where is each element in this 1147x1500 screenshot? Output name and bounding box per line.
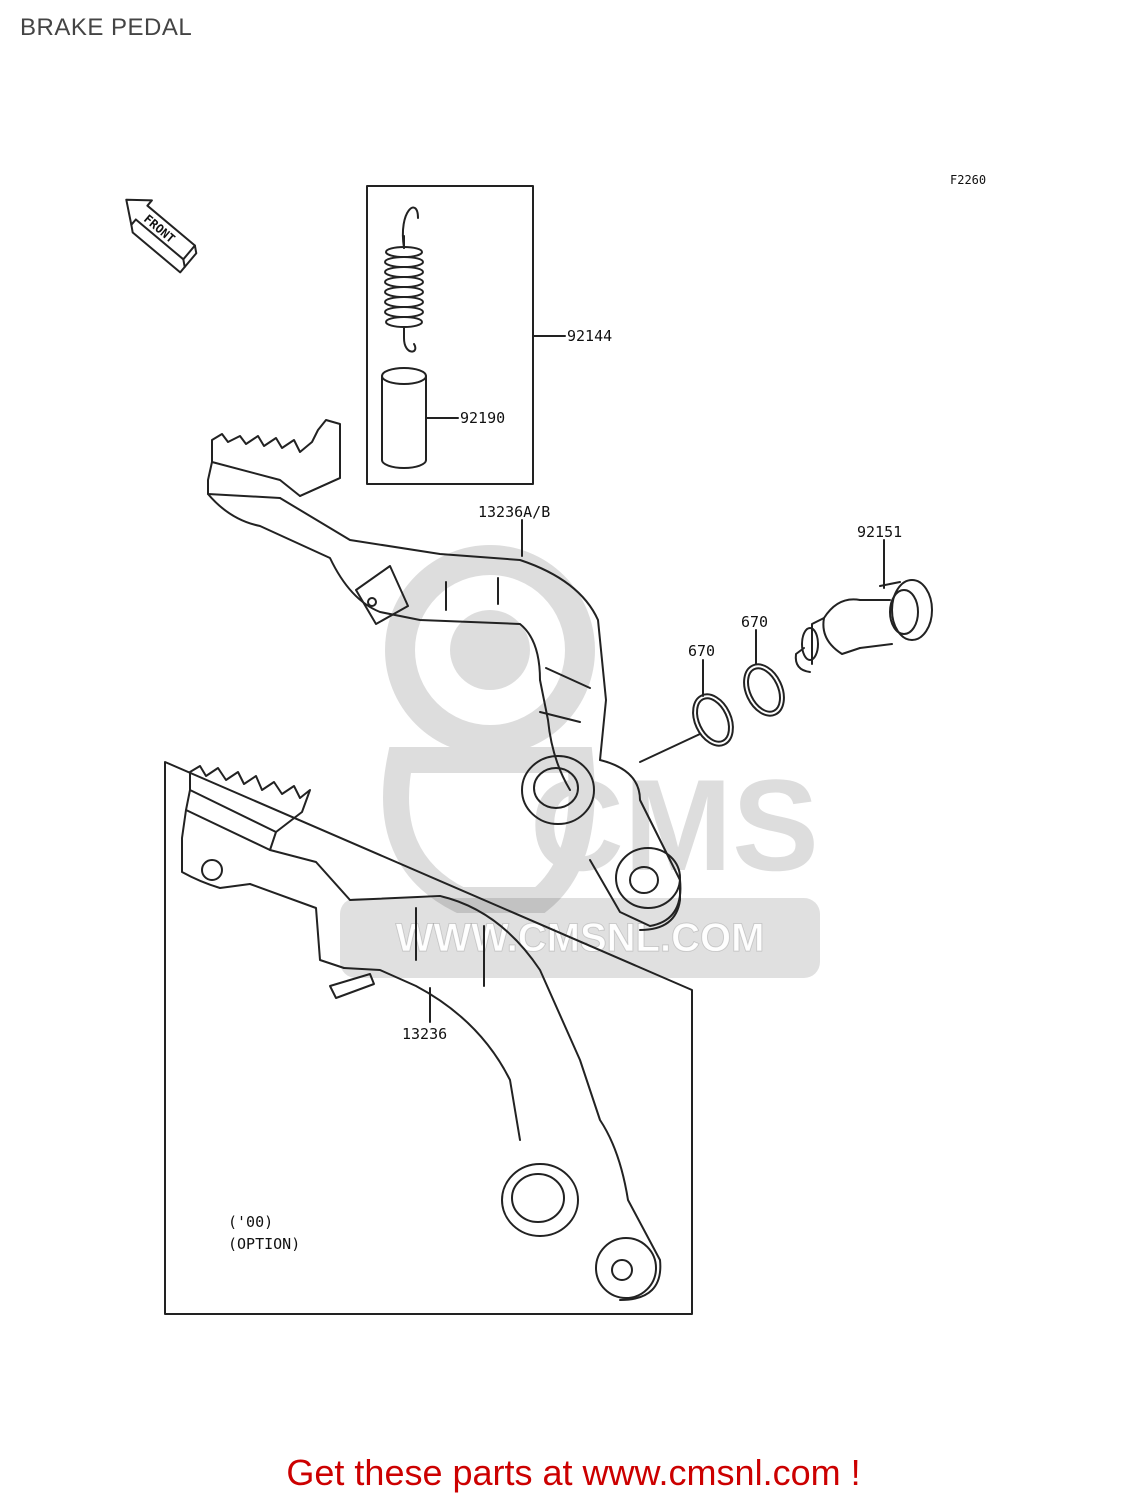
option-box (164, 761, 693, 1315)
oring-b-icon (743, 663, 785, 717)
assembly-axis (639, 733, 701, 763)
label-92190: 92190 (460, 409, 505, 427)
front-arrow-icon: FRONT (125, 198, 198, 274)
label-670-a: 670 (688, 642, 715, 660)
spring-icon (384, 206, 424, 353)
buy-parts-link[interactable]: Get these parts at www.cmsnl.com ! (286, 1452, 861, 1493)
pivot-bolt-icon (794, 579, 933, 673)
figure-code: F2260 (950, 173, 986, 187)
brake-pedal-option (181, 765, 662, 1301)
label-92144: 92144 (567, 327, 612, 345)
label-13236: 13236 (402, 1025, 447, 1043)
option-note-label: (OPTION) (228, 1235, 300, 1253)
label-13236ab: 13236A/B (478, 503, 550, 521)
label-92151: 92151 (857, 523, 902, 541)
spring-kit-box (366, 185, 534, 485)
collar-icon (381, 367, 427, 469)
label-670-b: 670 (741, 613, 768, 631)
oring-a-icon (692, 693, 734, 747)
page-title: BRAKE PEDAL (20, 14, 193, 41)
option-note-year: ('00) (228, 1213, 273, 1231)
watermark-url: WWW.CMSNL.COM (340, 898, 820, 978)
brake-pedal-main (207, 419, 682, 931)
parts-diagram: F2260 FRONT 92144 92190 (125, 173, 986, 1315)
